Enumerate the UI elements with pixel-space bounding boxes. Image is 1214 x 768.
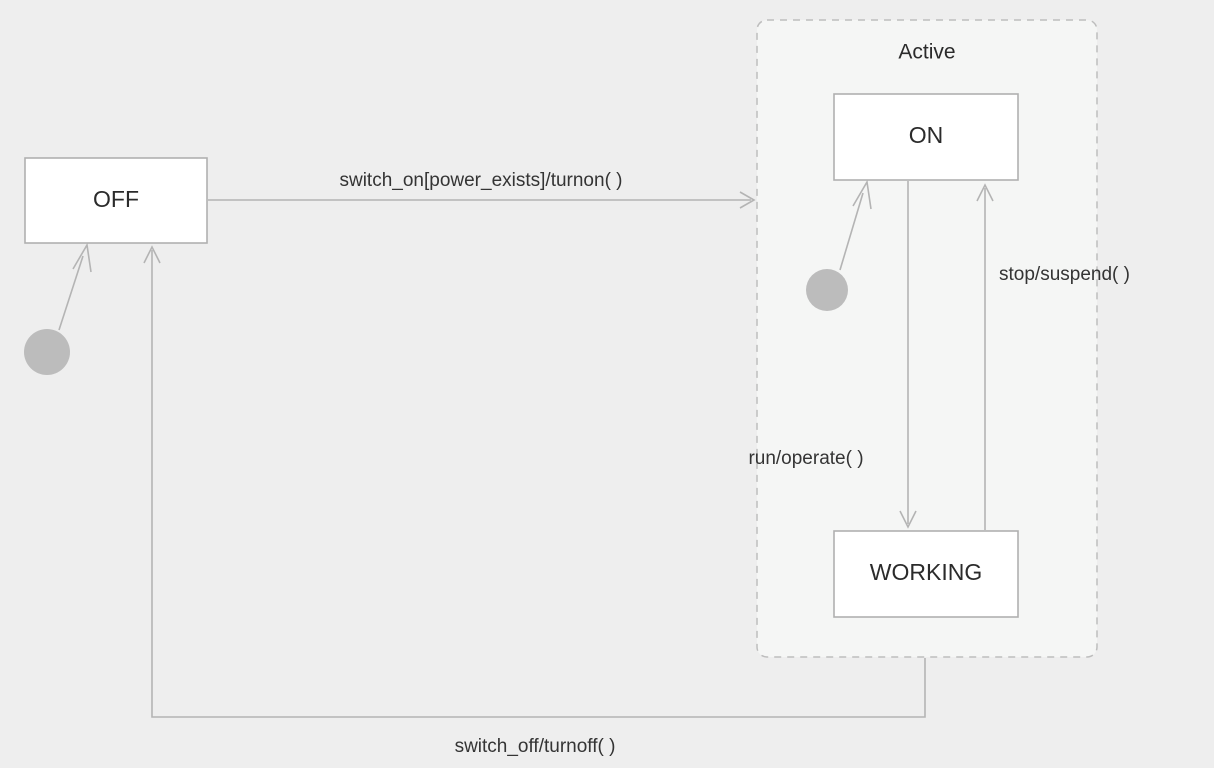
transition-initial-to-on[interactable] bbox=[839, 179, 872, 271]
state-working-box bbox=[833, 530, 1019, 618]
transition-initial-to-off-line bbox=[58, 255, 84, 331]
transition-off-to-active[interactable]: switch_on[power_exists]/turnon( ) bbox=[208, 170, 756, 209]
state-on-label: ON bbox=[909, 122, 944, 148]
initial-state-node-on[interactable] bbox=[806, 269, 848, 311]
state-working-label: WORKING bbox=[870, 559, 982, 585]
transition-initial-to-off-arrowhead bbox=[72, 242, 92, 273]
initial-state-node-off[interactable] bbox=[24, 329, 70, 375]
transition-on-to-working-arrowhead bbox=[899, 510, 917, 529]
transition-off-to-active-arrowhead bbox=[739, 191, 756, 209]
state-on[interactable]: ON bbox=[833, 93, 1019, 181]
transition-off-to-active-label: switch_on[power_exists]/turnon( ) bbox=[339, 170, 622, 191]
transition-initial-to-on-arrowhead bbox=[852, 179, 872, 210]
state-working[interactable]: WORKING bbox=[833, 530, 1019, 618]
state-off-box bbox=[24, 157, 208, 244]
transition-initial-to-off[interactable] bbox=[58, 242, 92, 331]
transition-working-to-on-label: stop/suspend( ) bbox=[999, 264, 1130, 285]
state-off-label: OFF bbox=[93, 186, 139, 212]
transition-working-to-on[interactable]: stop/suspend( ) bbox=[976, 183, 1130, 530]
state-off[interactable]: OFF bbox=[24, 157, 208, 244]
transition-active-to-off-line bbox=[151, 250, 926, 718]
transition-working-to-on-arrowhead bbox=[976, 183, 994, 202]
transition-active-to-off-arrowhead bbox=[143, 245, 161, 264]
transition-on-to-working-label: run/operate( ) bbox=[748, 448, 863, 469]
transition-initial-to-on-line bbox=[839, 192, 864, 271]
transition-on-to-working[interactable]: run/operate( ) bbox=[748, 181, 917, 529]
transition-active-to-off-label: switch_off/turnoff( ) bbox=[455, 736, 616, 757]
transition-active-to-off[interactable]: switch_off/turnoff( ) bbox=[143, 245, 926, 757]
state-on-box bbox=[833, 93, 1019, 181]
composite-state-active-label: Active bbox=[898, 41, 955, 64]
